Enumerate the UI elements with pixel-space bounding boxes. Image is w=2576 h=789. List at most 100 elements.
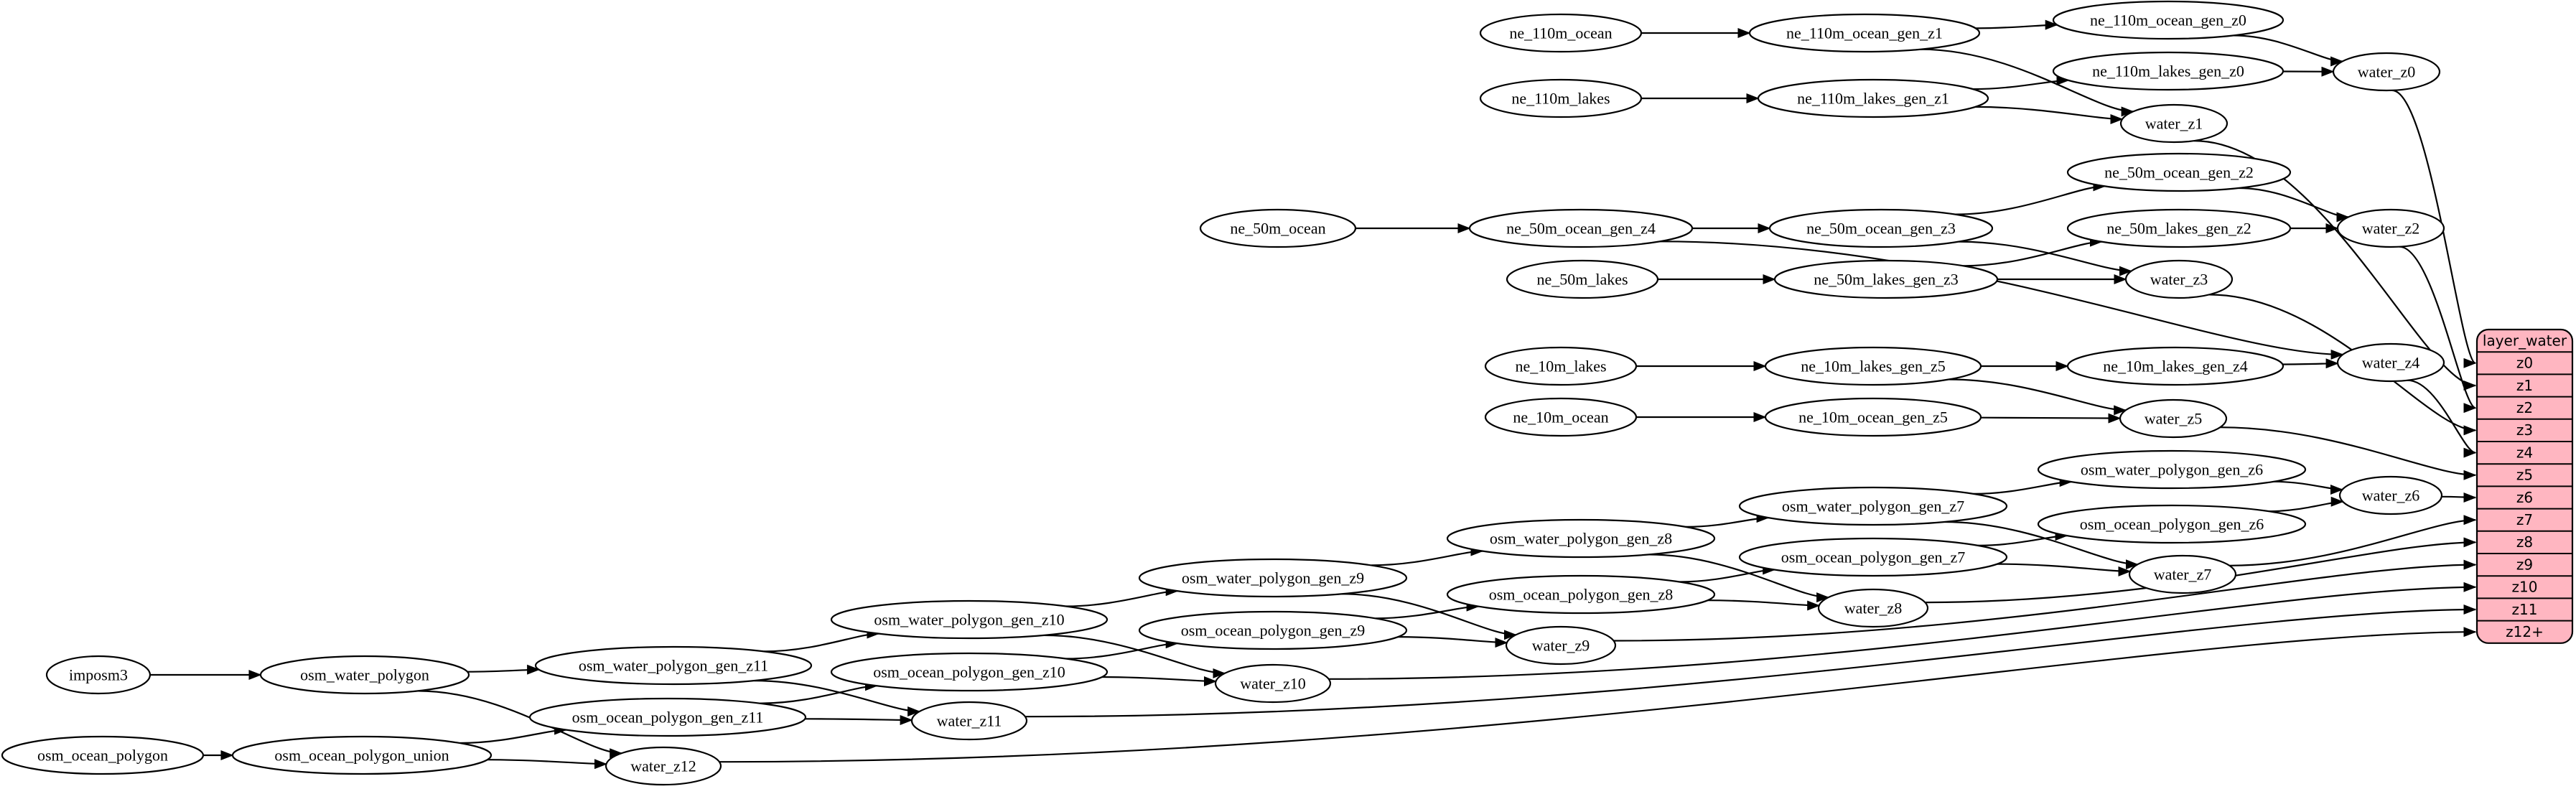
node-shape-osm-water-polygon-gen-z6 — [2037, 449, 2307, 490]
node-ne-50m-ocean-gen-z3: ne_50m_ocean_gen_z3 — [1768, 208, 1994, 248]
edge-osm-water-polygon-gen-z6-to-water-z6 — [2274, 480, 2343, 495]
node-label-osm-water-polygon-gen-z6: osm_water_polygon_gen_z6 — [2081, 460, 2263, 478]
node-label-water-z8: water_z8 — [1844, 599, 1903, 617]
edge-osm-ocean-polygon-gen-z7-to-water-z7 — [1997, 563, 2132, 576]
node-ne-10m-lakes-gen-z5: ne_10m_lakes_gen_z5 — [1764, 346, 1982, 386]
node-water-z9: water_z9 — [1505, 625, 1617, 666]
node-ne-110m-ocean: ne_110m_ocean — [1479, 13, 1643, 53]
edge-ne-50m-ocean-gen-z3-to-water-z3 — [1959, 241, 2132, 276]
edge-ne-110m-ocean-gen-z1-to-ne-110m-ocean-gen-z0 — [1975, 19, 2058, 30]
edge-osm-ocean-polygon-gen-z10-to-water-z10 — [1101, 676, 1217, 686]
nodes-layer: imposm3 osm_water_polygon osm_ocean_polygo… — [1, 0, 2445, 786]
node-label-osm-ocean-polygon-gen-z11: osm_ocean_polygon_gen_z11 — [572, 708, 764, 726]
node-label-ne-110m-lakes-gen-z1: ne_110m_lakes_gen_z1 — [1797, 89, 1949, 107]
node-label-water-z7: water_z7 — [2154, 565, 2212, 583]
node-shape-osm-water-polygon-gen-z9 — [1138, 558, 1408, 598]
node-shape-ne-110m-lakes — [1479, 78, 1643, 118]
edge-water-z1-to-layer-water-z1 — [2193, 140, 2477, 391]
node-label-ne-10m-ocean-gen-z5: ne_10m_ocean_gen_z5 — [1798, 408, 1948, 426]
node-label-osm-water-polygon-gen-z10: osm_water_polygon_gen_z10 — [874, 610, 1064, 628]
table-row-label-z8: z8 — [2516, 533, 2533, 551]
layer-water-table-title: layer_water — [2483, 332, 2567, 349]
node-osm-ocean-polygon-gen-z8: osm_ocean_polygon_gen_z8 — [1446, 574, 1716, 615]
table-row-z3: z3 — [2516, 421, 2533, 439]
node-shape-water-z12 — [605, 746, 722, 786]
edge-ne-50m-ocean-gen-z3-to-ne-50m-ocean-gen-z2 — [1955, 181, 2106, 215]
node-water-z3: water_z3 — [2124, 259, 2234, 299]
node-shape-ne-110m-ocean-gen-z0 — [2052, 0, 2285, 40]
node-ne-110m-ocean-gen-z1: ne_110m_ocean_gen_z1 — [1748, 13, 1981, 53]
node-label-ne-110m-ocean: ne_110m_ocean — [1509, 24, 1612, 42]
node-label-ne-10m-lakes: ne_10m_lakes — [1515, 357, 1606, 375]
node-ne-50m-lakes-gen-z2: ne_50m_lakes_gen_z2 — [2066, 208, 2292, 248]
table-row-z5: z5 — [2516, 467, 2533, 484]
node-shape-water-z3 — [2124, 259, 2234, 299]
table-row-label-z11: z11 — [2512, 601, 2538, 618]
node-shape-ne-110m-ocean — [1479, 13, 1643, 53]
node-label-ne-10m-lakes-gen-z4: ne_10m_lakes_gen_z4 — [2103, 357, 2248, 375]
edge-osm-ocean-polygon-gen-z8-to-osm-ocean-polygon-gen-z7 — [1679, 564, 1776, 583]
node-shape-ne-10m-lakes-gen-z5 — [1764, 346, 1982, 386]
node-label-osm-ocean-polygon: osm_ocean_polygon — [37, 746, 168, 764]
node-shape-ne-110m-lakes-gen-z0 — [2052, 51, 2285, 91]
edge-osm-ocean-polygon-union-to-osm-ocean-polygon-gen-z11 — [459, 724, 568, 744]
node-osm-ocean-polygon-union: osm_ocean_polygon_union — [231, 735, 493, 775]
table-row-z7: z7 — [2516, 511, 2533, 528]
table-row-z11: z11 — [2512, 601, 2538, 618]
node-label-osm-ocean-polygon-union: osm_ocean_polygon_union — [274, 746, 449, 764]
node-shape-water-z6 — [2338, 475, 2443, 515]
node-ne-10m-ocean: ne_10m_ocean — [1484, 397, 1638, 437]
edge-osm-water-polygon-gen-z10-to-water-z10 — [1043, 634, 1226, 678]
node-shape-water-z9 — [1505, 625, 1617, 666]
node-label-water-z2: water_z2 — [2362, 219, 2420, 237]
node-shape-osm-water-polygon-gen-z7 — [1738, 486, 2008, 526]
edge-water-z6-to-layer-water-z6 — [2441, 492, 2477, 503]
node-shape-ne-50m-ocean-gen-z2 — [2066, 152, 2292, 192]
node-shape-ne-50m-lakes-gen-z2 — [2066, 208, 2292, 248]
table-row-label-z0: z0 — [2516, 355, 2533, 372]
node-label-ne-50m-ocean: ne_50m_ocean — [1230, 219, 1325, 237]
table-row-z10: z10 — [2512, 579, 2538, 596]
node-label-water-z5: water_z5 — [2145, 409, 2203, 427]
node-shape-ne-50m-lakes-gen-z3 — [1773, 259, 1999, 299]
node-label-ne-50m-lakes-gen-z2: ne_50m_lakes_gen_z2 — [2106, 219, 2251, 237]
node-osm-water-polygon: osm_water_polygon — [259, 655, 470, 695]
edge-ne-50m-lakes-gen-z3-to-ne-50m-lakes-gen-z2 — [1963, 236, 2103, 267]
node-water-z12: water_z12 — [605, 746, 722, 786]
node-shape-ne-50m-ocean-gen-z4 — [1468, 208, 1694, 248]
edge-osm-ocean-polygon-union-to-water-z12 — [487, 759, 607, 770]
node-water-z2: water_z2 — [2336, 208, 2445, 248]
node-label-osm-ocean-polygon-gen-z6: osm_ocean_polygon_gen_z6 — [2080, 515, 2264, 533]
table-row-label-z12plus: z12+ — [2506, 623, 2544, 640]
table-row-label-z2: z2 — [2516, 399, 2533, 416]
edge-osm-water-polygon-gen-z7-to-water-z7 — [1944, 520, 2139, 570]
edge-water-z10-to-layer-water-z10 — [1328, 582, 2477, 680]
table-row-label-z7: z7 — [2516, 511, 2533, 528]
edge-osm-ocean-polygon-gen-z9-to-water-z9 — [1398, 636, 1508, 648]
node-shape-osm-water-polygon-gen-z8 — [1446, 518, 1716, 559]
node-label-imposm3: imposm3 — [69, 666, 128, 683]
edge-osm-water-polygon-gen-z9-to-osm-water-polygon-gen-z8 — [1371, 546, 1484, 566]
node-shape-osm-ocean-polygon-union — [231, 735, 493, 775]
node-water-z11: water_z11 — [910, 701, 1028, 741]
node-label-ne-50m-ocean-gen-z4: ne_50m_ocean_gen_z4 — [1506, 219, 1656, 237]
edge-ne-50m-ocean-gen-z4-to-water-z4 — [1660, 241, 2344, 360]
node-osm-water-polygon-gen-z6: osm_water_polygon_gen_z6 — [2037, 449, 2307, 490]
edge-osm-ocean-polygon-gen-z7-to-osm-ocean-polygon-gen-z6 — [1977, 531, 2068, 546]
node-label-osm-water-polygon-gen-z8: osm_water_polygon_gen_z8 — [1490, 529, 1672, 547]
node-label-osm-ocean-polygon-gen-z8: osm_ocean_polygon_gen_z8 — [1489, 585, 1674, 603]
edge-osm-water-polygon-gen-z8-to-osm-water-polygon-gen-z7 — [1685, 513, 1770, 528]
node-shape-water-z4 — [2336, 342, 2445, 383]
edge-water-z4-to-layer-water-z4 — [2407, 379, 2477, 458]
edge-ne-110m-lakes-gen-z1-to-ne-110m-lakes-gen-z0 — [1973, 75, 2070, 90]
node-osm-ocean-polygon-gen-z10: osm_ocean_polygon_gen_z10 — [830, 652, 1109, 692]
node-water-z1: water_z1 — [2119, 103, 2229, 144]
edge-water-z11-to-layer-water-z11 — [1025, 604, 2477, 718]
edges-layer — [150, 19, 2477, 770]
edge-osm-ocean-polygon-gen-z9-to-osm-ocean-polygon-gen-z8 — [1375, 601, 1480, 620]
node-shape-ne-10m-lakes — [1484, 346, 1638, 386]
node-shape-water-z10 — [1214, 663, 1332, 704]
node-label-osm-water-polygon-gen-z9: osm_water_polygon_gen_z9 — [1182, 569, 1364, 587]
node-osm-ocean-polygon: osm_ocean_polygon — [1, 735, 205, 775]
